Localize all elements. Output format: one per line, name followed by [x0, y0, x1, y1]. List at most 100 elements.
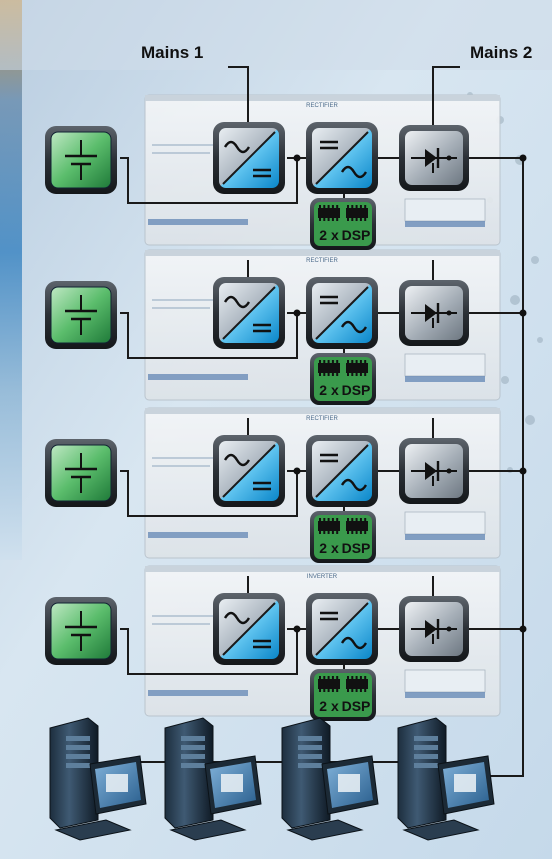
dsp-chip-pin	[319, 218, 321, 221]
dsp-chip	[318, 679, 340, 689]
ac-dc-rectifier-icon	[213, 122, 285, 194]
dsp-chip-pin	[332, 218, 334, 221]
tower-drive-bay	[414, 745, 438, 750]
rack-panel-top-edge	[145, 566, 500, 572]
junction-dot	[294, 310, 301, 317]
dsp-chip-pin	[356, 689, 358, 692]
dsp-name-label: DSP	[342, 540, 371, 556]
rack-status-bar	[405, 221, 485, 227]
dsp-chip-pin	[364, 676, 366, 679]
dsp-count-label: 2 x	[319, 540, 339, 556]
dc-ac-inverter-icon	[306, 593, 378, 665]
dsp-chip-pin	[336, 531, 338, 534]
ac-dc-rectifier-icon	[213, 277, 285, 349]
junction-dot	[520, 310, 527, 317]
dsp-chip-pin	[332, 689, 334, 692]
dsp-chip-pin	[319, 531, 321, 534]
dsp-chip-pin	[336, 689, 338, 692]
dsp-chip	[346, 208, 368, 218]
dsp-chip-pin	[328, 360, 330, 363]
dsp-chip-pin	[332, 205, 334, 208]
rack-panel-top-edge	[145, 250, 500, 256]
dsp-chip-pin	[319, 205, 321, 208]
tower-drive-bay	[181, 736, 205, 741]
tower-drive-bay	[181, 763, 205, 768]
dsp-chip-pin	[323, 360, 325, 363]
dsp-chip-pin	[351, 205, 353, 208]
dsp-chip-pin	[360, 373, 362, 376]
dsp-chip-pin	[336, 373, 338, 376]
dsp-chip-pin	[347, 218, 349, 221]
dsp-chip-pin	[351, 676, 353, 679]
dsp-chip-pin	[336, 218, 338, 221]
dsp-chip-pin	[351, 218, 353, 221]
static-switch-diode-icon	[399, 125, 469, 191]
dsp-chip-pin	[332, 518, 334, 521]
dsp-chip-pin	[323, 373, 325, 376]
rack-screen-title: INVERTER	[307, 574, 338, 580]
battery-icon	[45, 126, 117, 194]
dsp-chip-pin	[356, 518, 358, 521]
dsp-chip-pin	[364, 218, 366, 221]
dsp-chip-pin	[364, 205, 366, 208]
bg-dot	[510, 295, 520, 305]
tower-drive-bay	[298, 754, 322, 759]
dsp-chip-pin	[351, 531, 353, 534]
rack-indicator-box	[405, 354, 485, 376]
dsp-chip-pin	[328, 218, 330, 221]
rack-screen-title: RECTIFIER	[306, 416, 338, 422]
dsp-chip-pin	[356, 531, 358, 534]
rack-screen-title: RECTIFIER	[306, 103, 338, 109]
tower-drive-bay	[298, 745, 322, 750]
tower-drive-bay	[66, 754, 90, 759]
dsp-chip-pin	[332, 531, 334, 534]
static-switch-diode-icon	[399, 596, 469, 662]
dsp-chip-pin	[360, 360, 362, 363]
dsp-chip-icon: 2 xDSP	[310, 198, 376, 250]
mains-2-label: Mains 2	[470, 43, 532, 63]
dsp-chip-pin	[351, 360, 353, 363]
switch-dot	[447, 469, 452, 474]
rack-status-bar	[148, 374, 248, 380]
tower-drive-bay	[298, 763, 322, 768]
static-switch-diode-icon	[399, 438, 469, 504]
dsp-chip-pin	[347, 360, 349, 363]
dsp-chip-pin	[332, 373, 334, 376]
rack-indicator-box	[405, 512, 485, 534]
screen-window	[454, 774, 476, 792]
rack-indicator-box	[405, 199, 485, 221]
dsp-chip-pin	[356, 218, 358, 221]
junction-dot	[520, 468, 527, 475]
dsp-chip-pin	[332, 360, 334, 363]
dsp-chip-pin	[319, 373, 321, 376]
dsp-chip-pin	[347, 205, 349, 208]
dsp-chip-pin	[360, 518, 362, 521]
junction-dot	[294, 155, 301, 162]
dsp-chip-pin	[356, 373, 358, 376]
dsp-chip-pin	[360, 205, 362, 208]
dsp-chip-pin	[347, 518, 349, 521]
dsp-chip-pin	[364, 689, 366, 692]
dsp-chip-pin	[328, 676, 330, 679]
tower-drive-bay	[414, 736, 438, 741]
dsp-chip-icon: 2 xDSP	[310, 511, 376, 563]
dsp-chip-pin	[319, 518, 321, 521]
dsp-chip-pin	[336, 205, 338, 208]
rack-indicator-box	[405, 670, 485, 692]
tower-drive-bay	[181, 754, 205, 759]
dc-ac-inverter-icon	[306, 435, 378, 507]
dsp-chip-pin	[328, 373, 330, 376]
dsp-count-label: 2 x	[319, 227, 339, 243]
switch-dot	[447, 311, 452, 316]
junction-dot	[520, 626, 527, 633]
tower-drive-bay	[414, 754, 438, 759]
dsp-chip-pin	[323, 205, 325, 208]
battery-icon	[45, 597, 117, 665]
dsp-chip-pin	[328, 531, 330, 534]
screen-window	[221, 774, 243, 792]
tower-drive-bay	[414, 763, 438, 768]
dsp-chip-pin	[356, 360, 358, 363]
dsp-chip-pin	[328, 689, 330, 692]
rack-status-bar	[405, 376, 485, 382]
